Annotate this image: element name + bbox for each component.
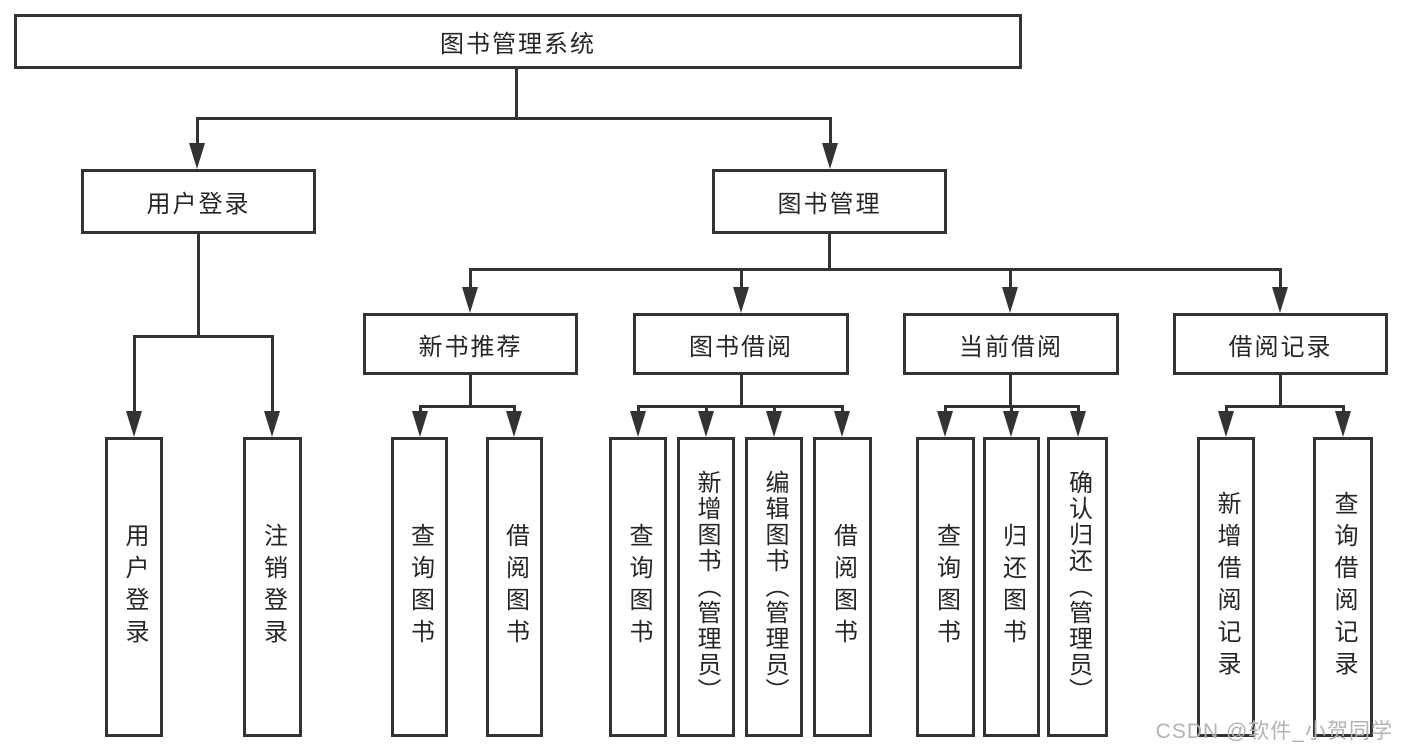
leaf-borrow-query-books: 查询图书 [609, 437, 667, 737]
connector [1225, 405, 1345, 408]
arrow-head [1003, 411, 1019, 437]
node-book-management: 图书管理 [712, 169, 947, 234]
connector [196, 117, 832, 120]
connector [1009, 375, 1012, 407]
connector [197, 234, 200, 337]
connector [271, 335, 274, 413]
leaf-current-query-books: 查询图书 [916, 437, 975, 737]
leaf-user-login-label: 用户登录 [121, 523, 148, 651]
connector [944, 405, 947, 414]
arrow-head [264, 411, 280, 437]
leaf-borrow-books-label: 借阅图书 [829, 523, 857, 651]
arrow-head [766, 411, 782, 437]
connector [469, 268, 1282, 271]
connector [1225, 405, 1228, 414]
connector [133, 335, 136, 413]
connector [419, 405, 516, 408]
leaf-add-books-admin: 新增图书（管理员） [677, 437, 735, 737]
leaf-query-borrow-record-label: 查询借阅记录 [1330, 491, 1357, 683]
leaf-rec-borrow-books: 借阅图书 [486, 437, 543, 737]
leaf-user-login: 用户登录 [105, 437, 163, 737]
connector [1279, 375, 1282, 407]
leaf-logout-label: 注销登录 [259, 523, 287, 651]
connector [841, 405, 844, 414]
leaf-edit-books-admin: 编辑图书（管理员） [745, 437, 803, 737]
arrow-head [189, 143, 205, 169]
leaf-add-borrow-record-label: 新增借阅记录 [1213, 491, 1240, 683]
leaf-query-borrow-record: 查询借阅记录 [1313, 437, 1373, 737]
connector [469, 268, 472, 289]
connector [513, 405, 516, 414]
connector [1279, 268, 1282, 289]
leaf-add-borrow-record: 新增借阅记录 [1197, 437, 1255, 737]
leaf-confirm-return-admin: 确认归还（管理员） [1047, 437, 1108, 737]
arrow-head [630, 411, 646, 437]
arrow-head [834, 411, 850, 437]
arrow-head [822, 143, 838, 169]
leaf-return-books: 归还图书 [983, 437, 1040, 737]
connector [705, 405, 708, 414]
connector [740, 375, 743, 407]
node-book-borrow: 图书借阅 [633, 313, 849, 375]
leaf-add-books-admin-label: 新增图书（管理员） [693, 470, 720, 704]
connector [419, 405, 422, 414]
connector [637, 405, 844, 408]
leaf-rec-query-books: 查询图书 [391, 437, 448, 737]
connector [196, 117, 199, 145]
leaf-current-query-books-label: 查询图书 [932, 523, 960, 651]
connector [1010, 405, 1013, 414]
connector [773, 405, 776, 414]
connector [1009, 268, 1012, 289]
leaf-return-books-label: 归还图书 [998, 523, 1026, 651]
arrow-head [698, 411, 714, 437]
connector [637, 405, 640, 414]
connector [469, 375, 472, 407]
arrow-head [1335, 411, 1351, 437]
leaf-borrow-books: 借阅图书 [813, 437, 872, 737]
node-user-login-group: 用户登录 [81, 169, 316, 234]
node-current-borrow: 当前借阅 [903, 313, 1119, 375]
connector [828, 234, 831, 270]
node-borrow-records: 借阅记录 [1173, 313, 1388, 375]
csdn-watermark: CSDN @软件_小贺同学 [1155, 720, 1393, 743]
leaf-borrow-query-books-label: 查询图书 [625, 523, 652, 651]
arrow-head [937, 411, 953, 437]
connector [1342, 405, 1345, 414]
arrow-head [126, 411, 142, 437]
connector [1077, 405, 1080, 414]
arrow-head [412, 411, 428, 437]
arrow-head [506, 411, 522, 437]
arrow-head [462, 287, 478, 313]
arrow-head [733, 287, 749, 313]
node-new-book-recommend: 新书推荐 [363, 313, 578, 375]
connector [515, 69, 518, 119]
connector [829, 117, 832, 145]
arrow-head [1002, 287, 1018, 313]
leaf-rec-query-books-label: 查询图书 [406, 523, 434, 651]
arrow-head [1218, 411, 1234, 437]
connector [133, 335, 274, 338]
leaf-logout: 注销登录 [243, 437, 302, 737]
arrow-head [1272, 287, 1288, 313]
leaf-rec-borrow-books-label: 借阅图书 [501, 523, 529, 651]
leaf-confirm-return-admin-label: 确认归还（管理员） [1064, 470, 1092, 704]
connector [740, 268, 743, 289]
leaf-edit-books-admin-label: 编辑图书（管理员） [761, 470, 788, 704]
node-root: 图书管理系统 [14, 14, 1022, 69]
arrow-head [1070, 411, 1086, 437]
